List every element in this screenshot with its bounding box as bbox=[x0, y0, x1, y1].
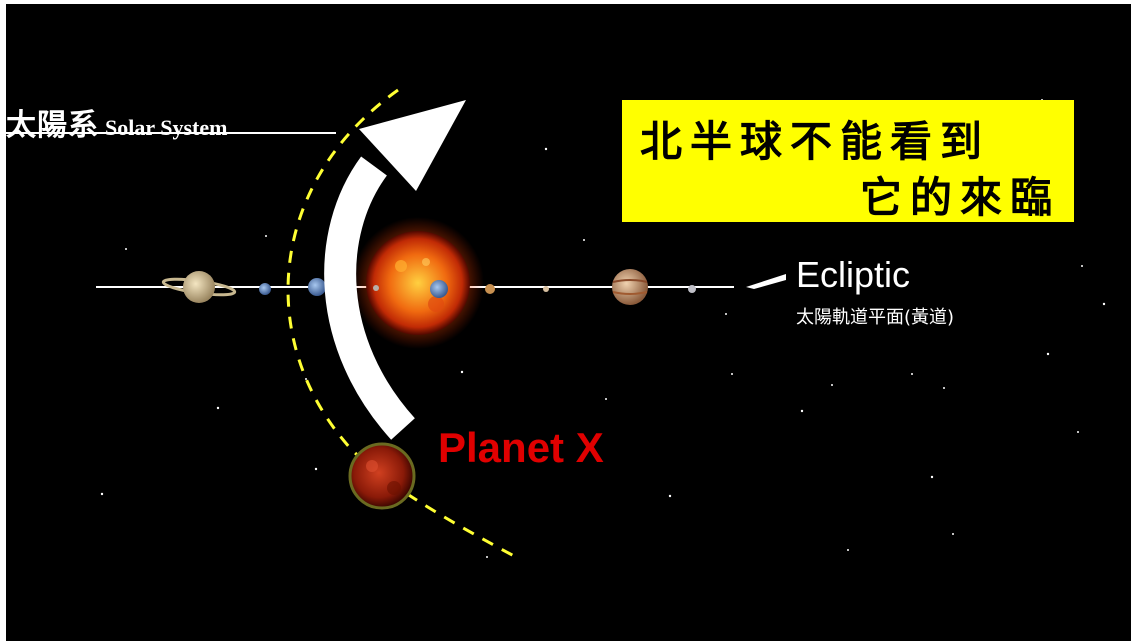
saturn-icon bbox=[161, 271, 237, 303]
callout-line-2: 它的來臨 bbox=[859, 173, 1060, 222]
planet-x-label: Planet X bbox=[438, 424, 604, 471]
uranus-icon bbox=[259, 283, 271, 295]
earth-icon bbox=[430, 280, 448, 298]
title-english: Solar System bbox=[105, 115, 228, 140]
planet-x-orbit bbox=[286, 88, 515, 558]
small-planet-icon bbox=[688, 285, 696, 293]
arrow-icon bbox=[324, 100, 466, 440]
mercury-icon bbox=[373, 285, 379, 291]
callout-line-1: 北半球不能看到 bbox=[640, 117, 991, 166]
jupiter-icon bbox=[612, 269, 648, 305]
neptune-icon bbox=[308, 278, 326, 296]
mars-icon bbox=[485, 284, 495, 294]
venus-icon bbox=[543, 286, 549, 292]
ecliptic-pointer bbox=[746, 274, 786, 289]
sun-icon bbox=[352, 217, 484, 349]
scene-graphic bbox=[96, 88, 1106, 558]
ecliptic-label: Ecliptic bbox=[796, 254, 911, 295]
planet-x-icon bbox=[348, 442, 416, 510]
callout-box: 北半球不能看到 它的來臨 bbox=[622, 100, 1074, 222]
ecliptic-subtitle: 太陽軌道平面(黃道) bbox=[796, 307, 955, 328]
title-chinese: 太陽系 bbox=[6, 108, 99, 143]
title-underline bbox=[6, 132, 336, 134]
